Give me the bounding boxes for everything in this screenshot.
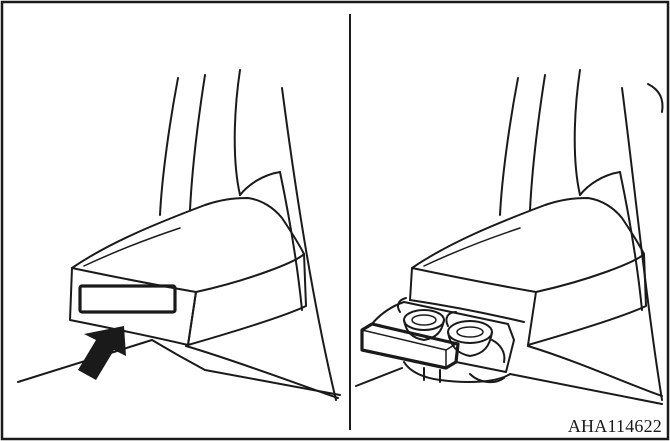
right-panel [356, 70, 662, 404]
push-panel [80, 286, 175, 312]
cup-ring-right [448, 321, 492, 343]
left-armrest [70, 198, 306, 345]
left-seat-back [160, 70, 336, 400]
cup-holder [362, 298, 514, 382]
cup-ring-left [404, 310, 444, 330]
push-arrow-icon [78, 326, 126, 380]
right-seat-back [500, 70, 662, 400]
left-panel [18, 70, 340, 400]
right-armrest [410, 198, 646, 345]
figure-code: AHA114622 [568, 417, 662, 435]
cup-holder-front [362, 324, 458, 368]
left-floor [18, 340, 340, 398]
